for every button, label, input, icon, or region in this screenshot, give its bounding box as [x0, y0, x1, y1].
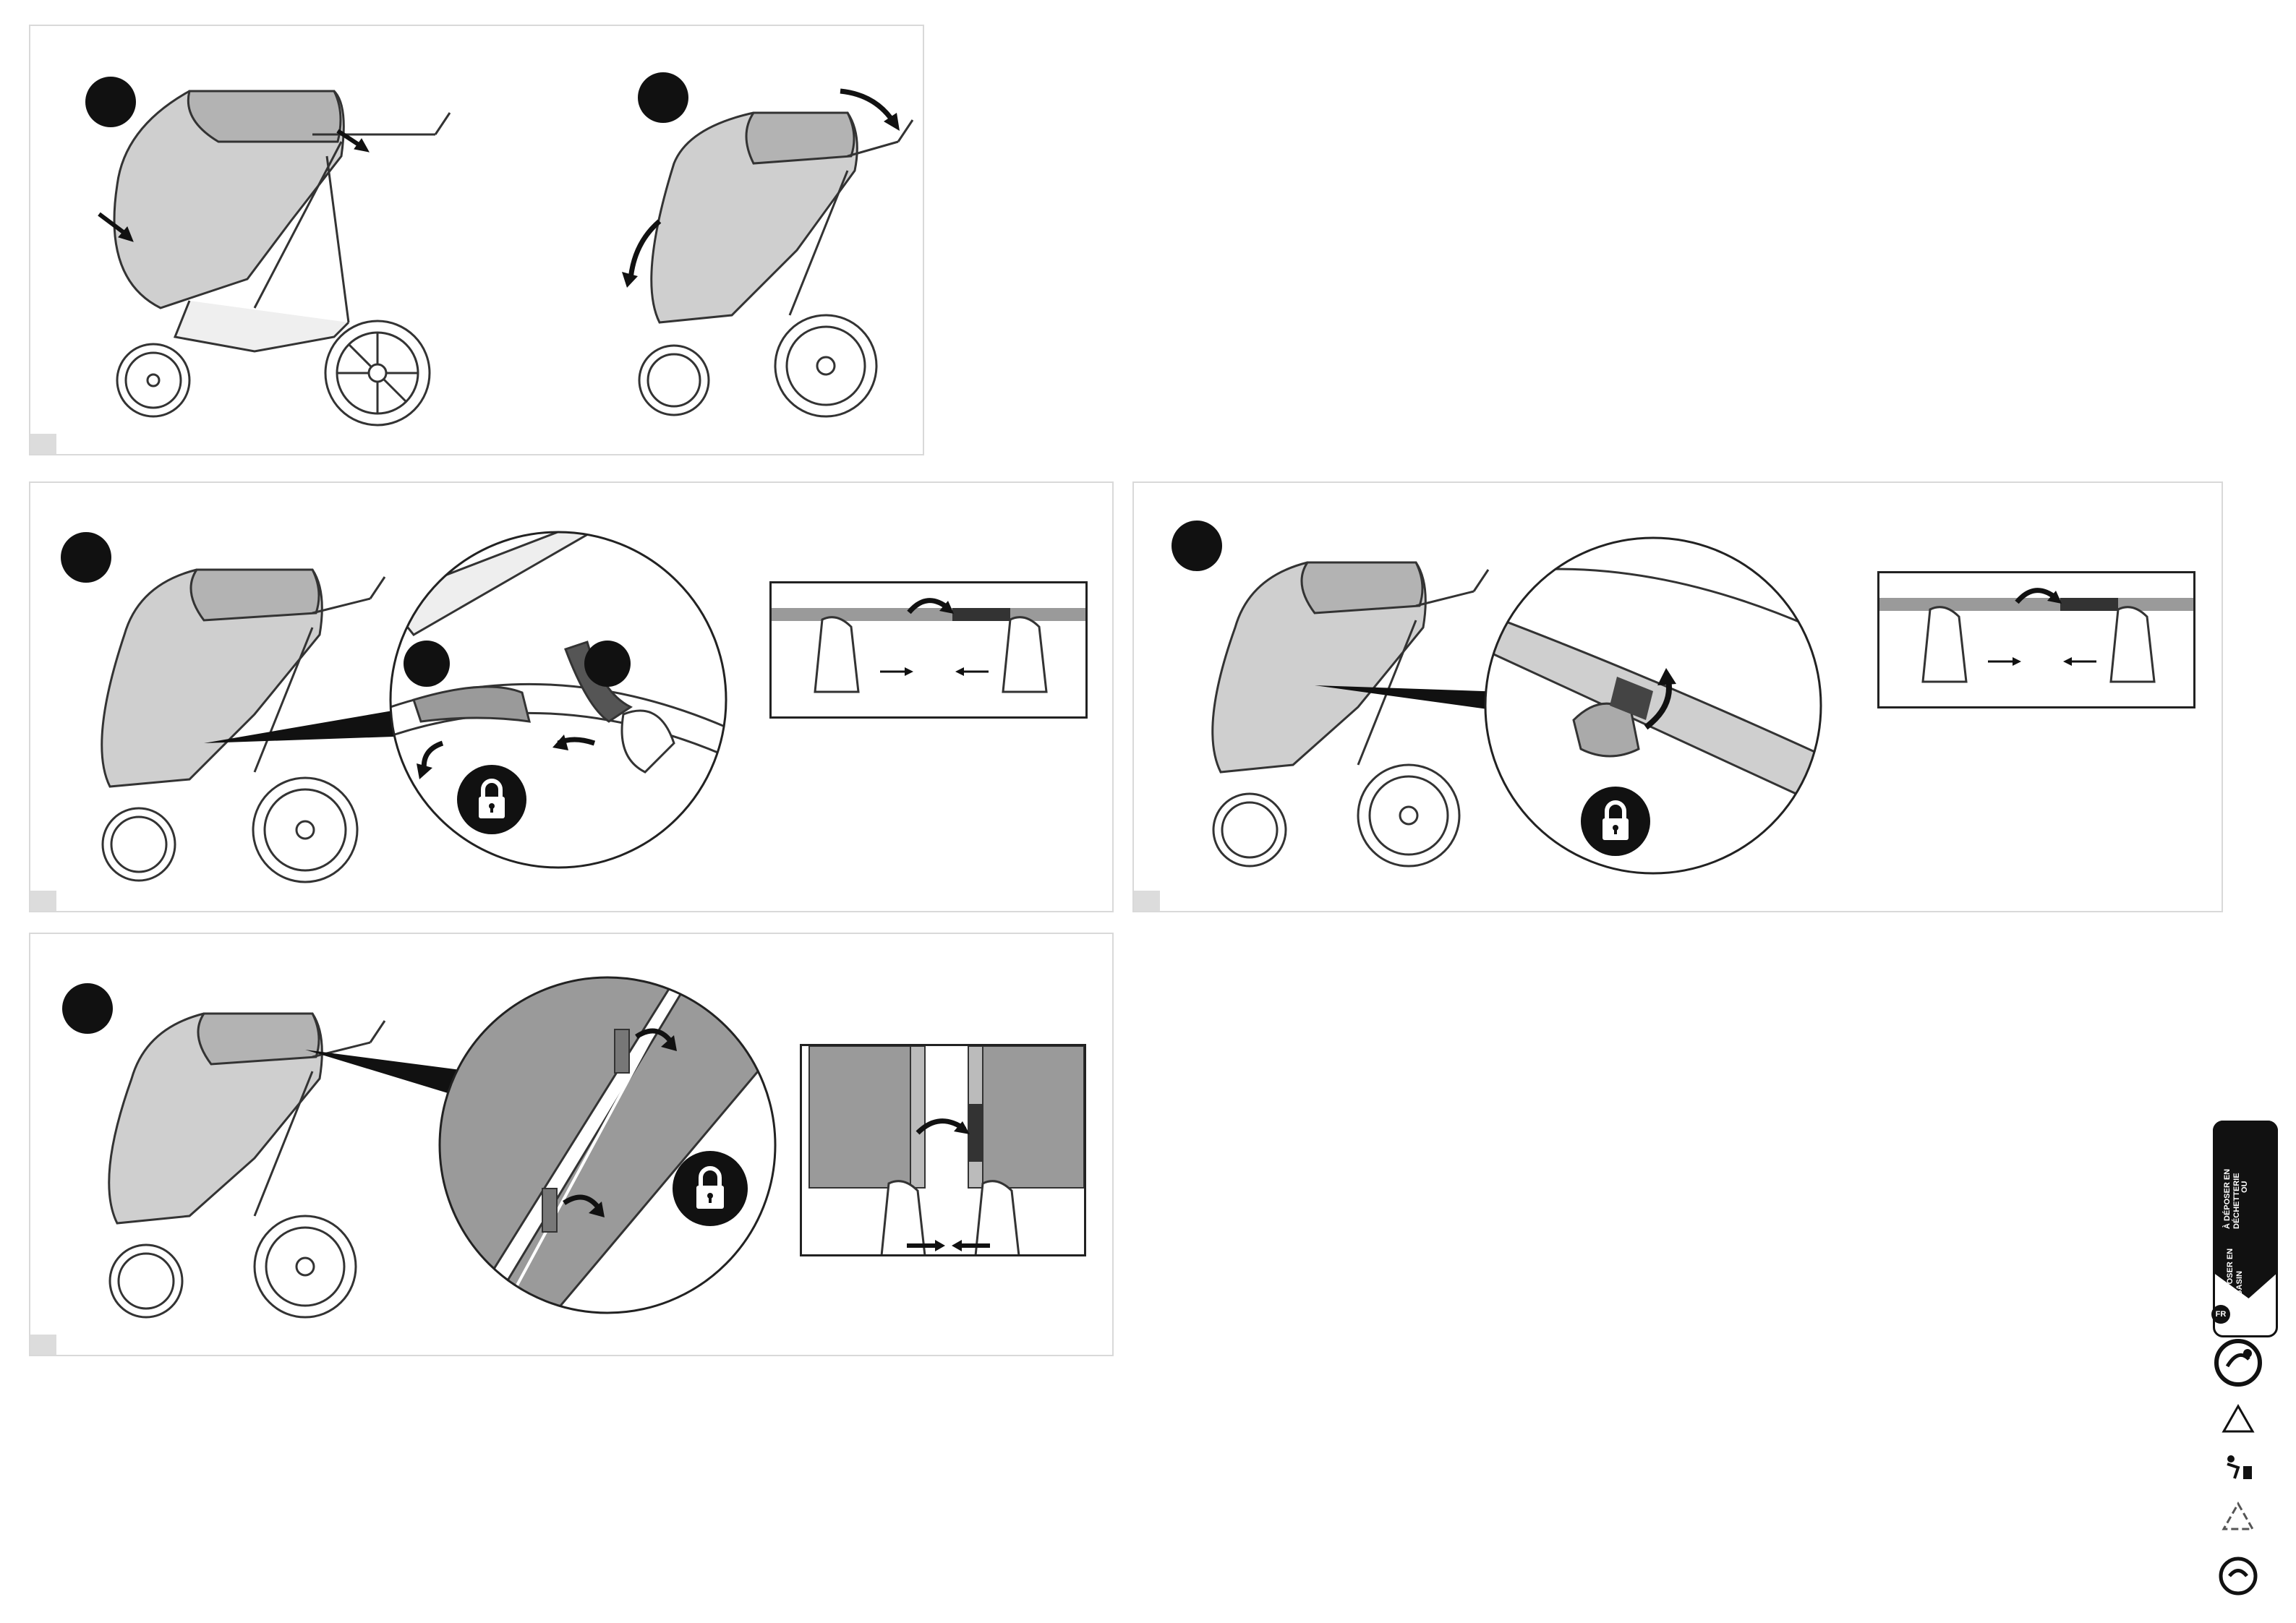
country-badge: FR — [2211, 1305, 2230, 1324]
lock-icon — [673, 1151, 748, 1226]
inset-velcro-strap — [1877, 571, 2195, 708]
stroller-illustration-b — [609, 62, 927, 438]
triman-text-or: OU — [2240, 1181, 2250, 1194]
panel-tab — [30, 1335, 56, 1355]
detail-zoom-circle — [1480, 532, 1827, 879]
tidyman-icon — [2220, 1453, 2256, 1482]
mobius-loop-icon — [2220, 1500, 2256, 1536]
panel-step-1 — [29, 25, 924, 455]
triman-text-bin: À DÉPOSER EN DÉCHETTERIE — [2223, 1142, 2242, 1229]
panel-tab — [1134, 891, 1160, 911]
green-dot-icon — [2216, 1554, 2260, 1598]
triman-logo-icon — [2213, 1337, 2263, 1388]
inset-velcro-seam — [800, 1044, 1086, 1256]
inset-velcro-strap — [769, 581, 1088, 719]
triman-text-store: À DÉPOSER EN MAGASIN — [2226, 1229, 2245, 1309]
detail-zoom-circle — [385, 526, 732, 873]
stroller-illustration-a — [74, 62, 479, 438]
plastic-recycling-icon — [2220, 1403, 2256, 1439]
stroller-illustration-e — [74, 985, 406, 1346]
panel-step-4 — [29, 933, 1114, 1356]
lock-icon — [1581, 787, 1650, 856]
panel-tab — [30, 434, 56, 454]
lock-icon — [457, 765, 526, 834]
panel-step-2 — [29, 481, 1114, 912]
panel-tab — [30, 891, 56, 911]
detail-zoom-circle — [434, 972, 781, 1319]
panel-step-3 — [1132, 481, 2223, 912]
